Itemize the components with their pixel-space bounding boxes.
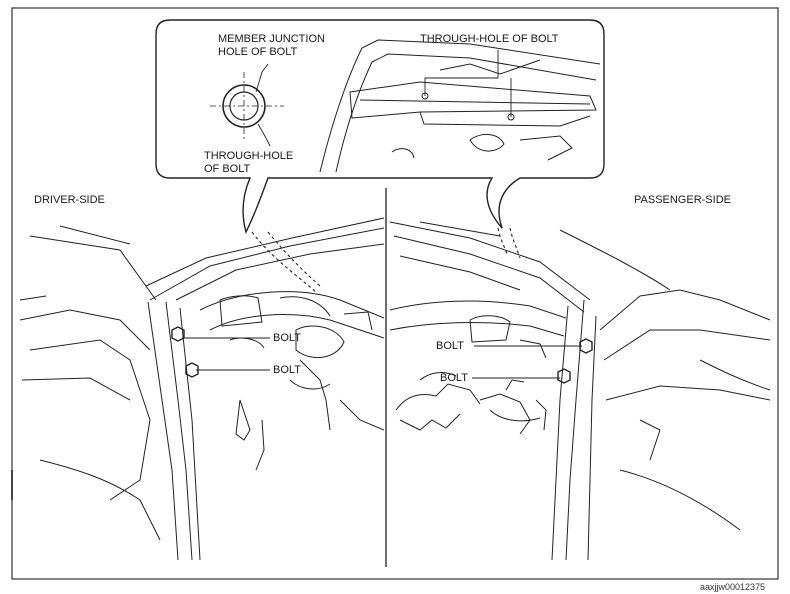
- through-hole-left-label-line1: THROUGH-HOLE: [204, 150, 294, 162]
- passenger-bolt-lower-label: BOLT: [440, 372, 468, 384]
- through-hole-left-label-line2: OF BOLT: [204, 163, 251, 175]
- passenger-side-title: PASSENGER-SIDE: [634, 194, 731, 206]
- driver-bolt-lower-label: BOLT: [273, 364, 301, 376]
- callout-dashed-tails: [251, 227, 521, 293]
- driver-bolt-upper-label: BOLT: [273, 332, 301, 344]
- detail-leaders: [424, 50, 512, 117]
- passenger-bolt-leaders: [472, 345, 582, 379]
- driver-side-sketch: [19, 217, 385, 561]
- detail-callout-box: [155, 19, 605, 234]
- reference-code: aaxjjw00012375: [700, 582, 766, 592]
- detail-member-sketch: [319, 39, 601, 173]
- through-hole-top-label: THROUGH-HOLE OF BOLT: [420, 33, 559, 45]
- member-junction-label-line1: MEMBER JUNCTION: [218, 33, 325, 45]
- driver-bolt-leaders: [182, 337, 270, 371]
- driver-side-title: DRIVER-SIDE: [34, 194, 105, 206]
- passenger-side-sketch: [389, 221, 771, 561]
- member-junction-label-line2: HOLE OF BOLT: [218, 46, 298, 58]
- outer-frame: [11, 7, 779, 580]
- hole-symbol: [210, 63, 284, 147]
- passenger-bolt-upper-label: BOLT: [436, 340, 464, 352]
